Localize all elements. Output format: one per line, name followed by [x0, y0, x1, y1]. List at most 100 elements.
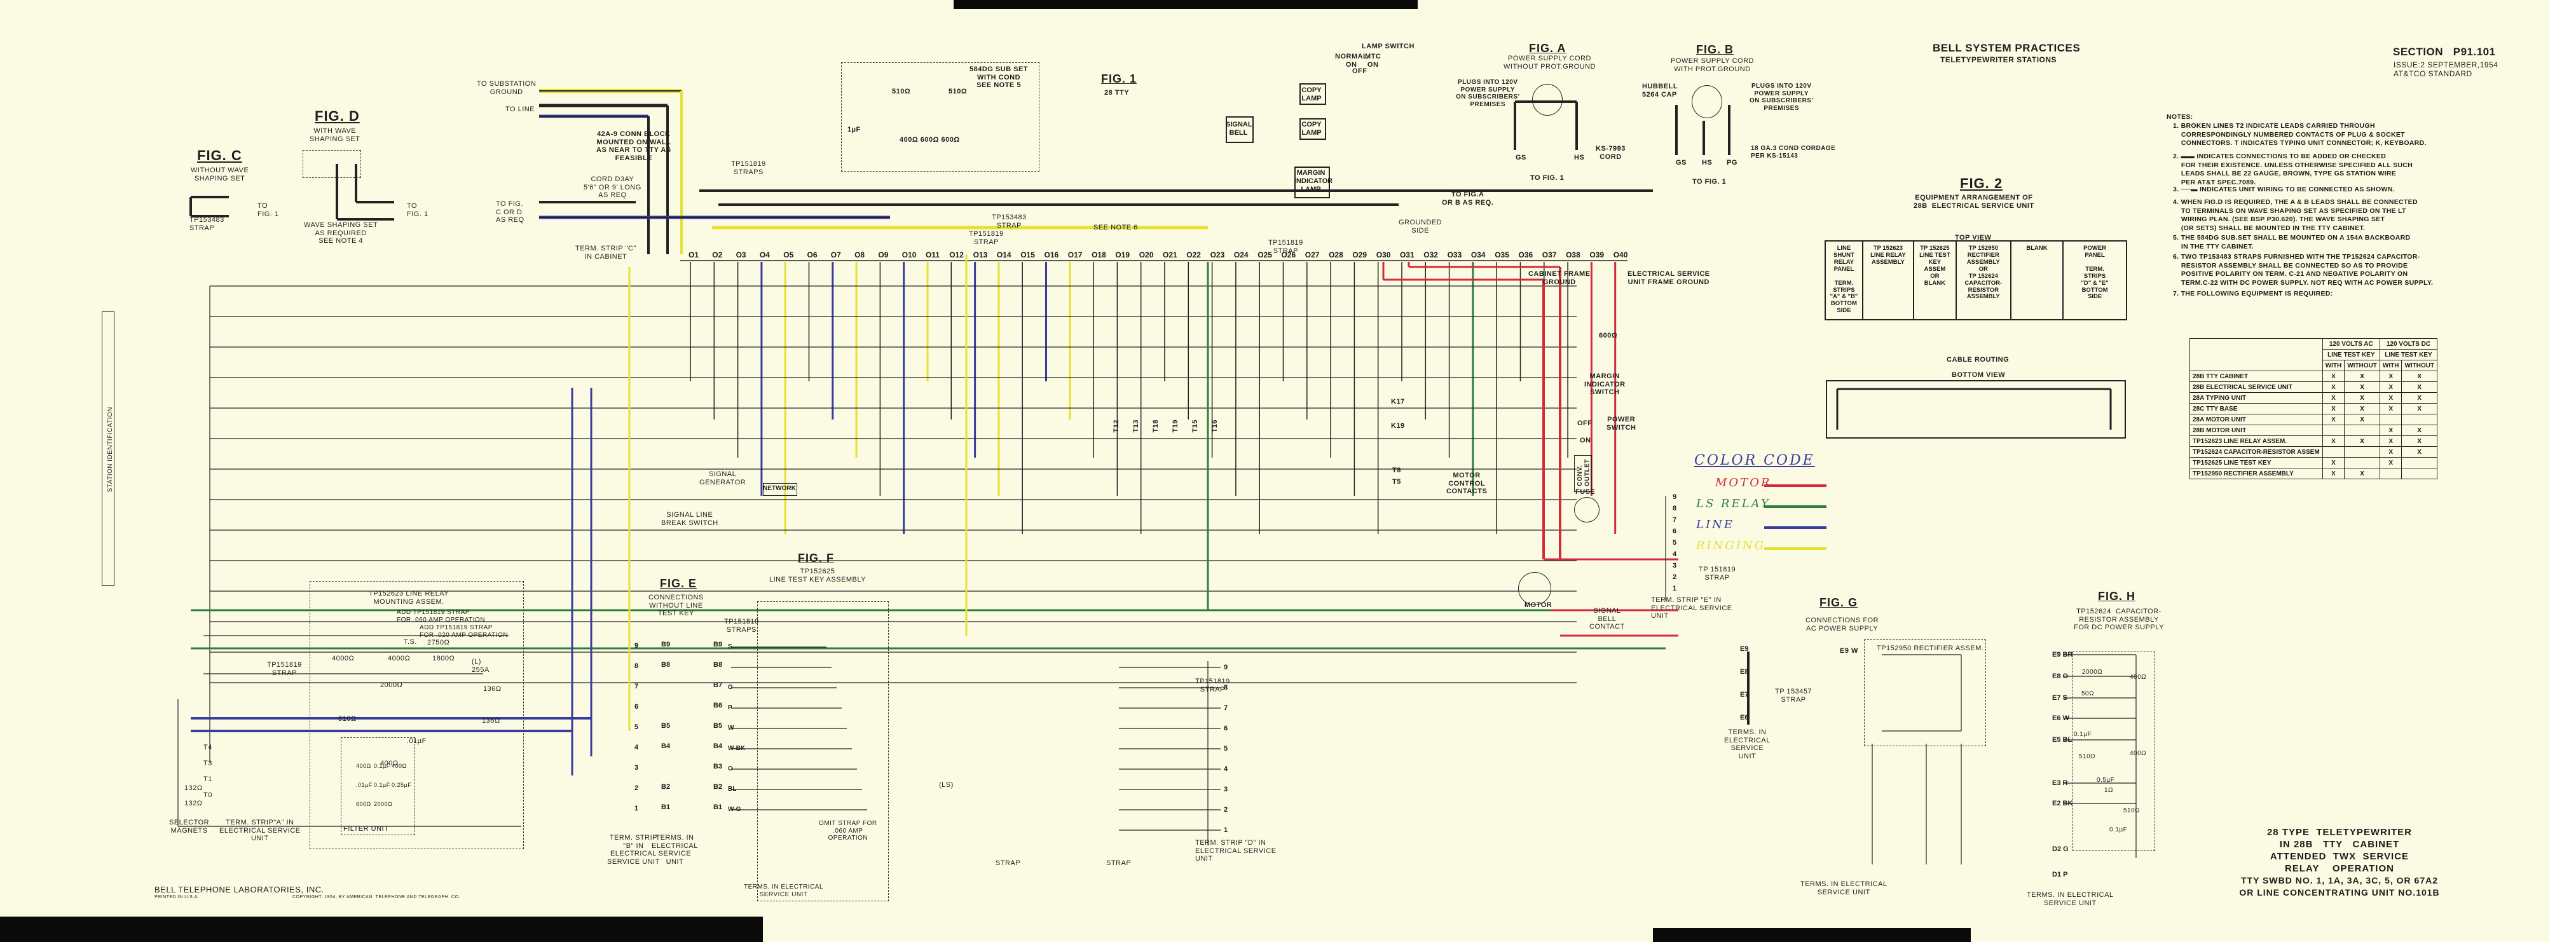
title-line: IN 28B TTY CABINET — [2279, 839, 2400, 850]
table-cell: X — [2344, 468, 2380, 479]
table-cell: X — [2401, 446, 2438, 458]
terminal-c: O10 — [901, 250, 917, 259]
fig-g-subtitle: CONNECTIONS FOR AC POWER SUPPLY — [1805, 617, 1879, 632]
color-code-swatch — [1764, 505, 1826, 508]
note-item: 3. ──▬ INDICATES UNIT WIRING TO BE CONNE… — [2173, 186, 2395, 193]
table-cell: X — [2344, 414, 2380, 425]
fig-b-subtitle: POWER SUPPLY CORD WITH PROT.GROUND — [1671, 57, 1754, 73]
fig-a-to-fig1: TO FIG. 1 — [1530, 174, 1565, 182]
t-lead-label: T16 — [1211, 420, 1219, 433]
filter-unit-label: FILTER UNIT — [343, 825, 389, 833]
copy-lamp-2-label: COPY LAMP — [1301, 121, 1322, 137]
table-column-header: WITH — [2322, 360, 2345, 371]
title-line: RELAY OPERATION — [2285, 863, 2394, 874]
terminal-d: 9 — [1224, 664, 1228, 671]
table-cell: X — [2322, 414, 2345, 425]
table-row-label: 28C TTY BASE — [2189, 403, 2323, 414]
fig-g-terms-label: TERMS. IN ELECTRICAL SERVICE UNIT — [1724, 728, 1771, 760]
margin-lamp-box — [1294, 167, 1330, 198]
t-lead-label: T18 — [1152, 420, 1160, 433]
terminal-c: O11 — [926, 250, 940, 259]
line-relay-title: TP152623 LINE RELAY MOUNTING ASSEM. — [369, 590, 449, 606]
t-lead-label: T13 — [1132, 420, 1140, 433]
terminal-c: O1 — [689, 250, 699, 259]
fig-g-terminal: E8 — [1740, 668, 1749, 676]
fig-e-terminal-b: B1 — [661, 803, 671, 811]
table-cell — [2379, 468, 2402, 479]
fig2-equipment-grid: LINE SHUNT RELAY PANEL TERM. STRIPS "A" … — [1825, 240, 2127, 320]
terminal-c: O35 — [1495, 250, 1509, 259]
terminal-c: O21 — [1163, 250, 1177, 259]
relay-value: 810Ω — [338, 715, 357, 723]
term-strip-d-label: TERM. STRIP "D" IN ELECTRICAL SERVICE UN… — [1195, 839, 1277, 863]
fig-f-wire-color: S — [728, 643, 732, 650]
fuse-label: FUSE — [1575, 488, 1596, 496]
lamp-switch-off: OFF — [1352, 67, 1367, 75]
lamp-switch-mtc-on: MTC ON — [1365, 53, 1381, 69]
subset-resistors: 400Ω 600Ω 600Ω — [900, 136, 960, 144]
fig-f-terminal: B5 — [713, 722, 723, 730]
margin-lamp-label: MARGIN INDICATOR LAMP — [1294, 169, 1333, 194]
fig2-cell: TP 152625 LINE TEST KEY ASSEM OR BLANK — [1914, 242, 1957, 319]
table-cell: X — [2401, 371, 2438, 382]
table-cell — [2322, 446, 2345, 458]
selector-lead: T1 — [203, 775, 212, 783]
terminal-c: O14 — [996, 250, 1011, 259]
margin-indicator-switch: MARGIN INDICATOR SWITCH — [1584, 372, 1626, 397]
r600-label: 600Ω — [1599, 332, 1618, 339]
network-box — [763, 483, 797, 496]
title-line: TTY SWBD NO. 1, 1A, 3A, 3C, 5, OR 67A2 — [2240, 875, 2439, 885]
terminal-c: O39 — [1589, 250, 1605, 259]
terminal-e: 5 — [1673, 539, 1677, 547]
table-cell: X — [2344, 381, 2380, 393]
title-line: ATTENDED TWX SERVICE — [2270, 851, 2409, 862]
fig-e-terminal: 8 — [634, 662, 639, 670]
fig-c-subtitle: WITHOUT WAVE SHAPING SET — [191, 167, 249, 182]
fig-g-strap: TP 153457 STRAP — [1775, 688, 1812, 704]
fig-e-terminal-b: B4 — [661, 742, 671, 750]
terminal-c: O25 — [1257, 250, 1272, 259]
fig-e-terms: TERMS. IN ELECTRICAL SERVICE UNIT — [652, 834, 698, 866]
terminal-d: 4 — [1224, 765, 1228, 773]
copy-lamp-1-label: COPY LAMP — [1301, 86, 1322, 103]
to-fig-c-or-d: TO FIG. C OR D AS REQ — [496, 200, 524, 224]
terminal-c: O28 — [1329, 250, 1343, 259]
table-cell: X — [2401, 392, 2438, 404]
filter-value: 0.1µF — [374, 782, 390, 788]
table-cell: X — [2379, 457, 2402, 468]
ls-label: (LS) — [939, 781, 954, 789]
practice-title: BELL SYSTEM PRACTICES — [1933, 42, 2081, 54]
fig-a-subtitle: POWER SUPPLY CORD WITHOUT PROT.GROUND — [1504, 55, 1596, 71]
conn-block-label: 42A-9 CONN BLOCK MOUNTED ON WALL AS NEAR… — [596, 130, 671, 162]
terminal-c: O29 — [1352, 250, 1367, 259]
fig-e-title: FIG. E — [660, 577, 697, 590]
color-code-swatch — [1764, 547, 1826, 550]
station-identification-box — [102, 311, 114, 586]
fig-b-to-fig1: TO FIG. 1 — [1692, 178, 1727, 186]
signal-bell-contact: SIGNAL BELL CONTACT — [1589, 607, 1625, 631]
fig-f-terms-es: TERMS. IN ELECTRICAL SERVICE UNIT — [744, 884, 824, 898]
conv-outlet-label: CONV. OUTLET — [1577, 459, 1591, 486]
fuse-symbol — [1574, 497, 1600, 522]
fig-e-terminal: 1 — [634, 805, 639, 812]
relay-value: 2000Ω — [380, 681, 403, 689]
fig-h-value: 50Ω — [2081, 690, 2095, 697]
fig2-cell: BLANK — [2011, 242, 2064, 319]
table-cell: X — [2379, 371, 2402, 382]
tp151819-strap-e: TP 151819 STRAP — [1699, 566, 1736, 582]
signal-line-break-switch: SIGNAL LINE BREAK SWITCH — [661, 511, 718, 527]
fig-a-plug-symbol — [1532, 84, 1563, 116]
fig-h-value: 0.1µF — [2074, 731, 2092, 738]
table-cell — [2401, 457, 2438, 468]
fig-h-terminal: E3 R — [2052, 779, 2068, 787]
table-row-label: TP152950 RECTIFIER ASSEMBLY — [2189, 468, 2323, 479]
fig-h-terminal: E5 BL — [2052, 736, 2072, 744]
to-substation-ground: TO SUBSTATION GROUND — [477, 80, 537, 96]
selector-lead: T3 — [203, 760, 212, 767]
fig-f-terminal: B7 — [713, 681, 723, 689]
